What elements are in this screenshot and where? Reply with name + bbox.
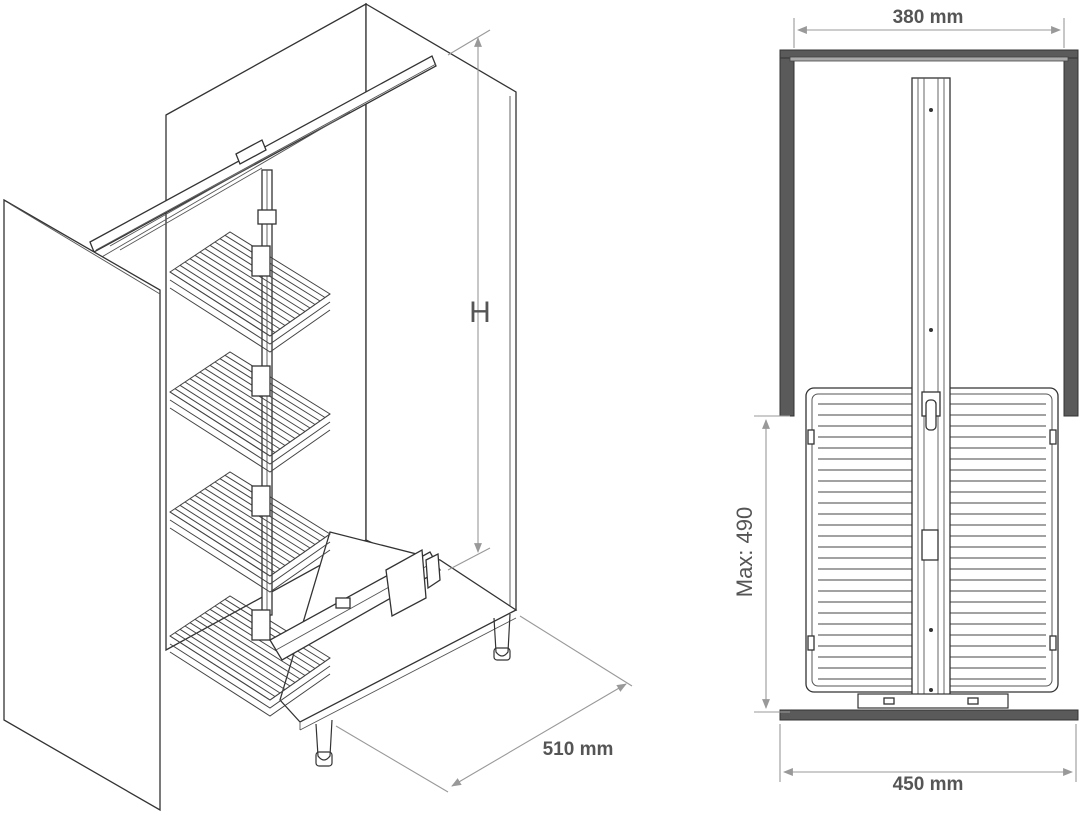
bottom-runner-rail bbox=[269, 548, 441, 661]
top-width-dimension: 380 mm bbox=[793, 7, 1065, 48]
height-dimension: H bbox=[447, 29, 491, 571]
front-mechanism-column bbox=[857, 77, 1009, 709]
top-width-label: 380 mm bbox=[893, 7, 964, 28]
wire-basket bbox=[169, 231, 331, 353]
cabinet-legs bbox=[315, 613, 511, 767]
wire-basket bbox=[169, 351, 331, 473]
bottom-width-dimension: 450 mm bbox=[779, 724, 1077, 795]
bottom-width-label: 450 mm bbox=[893, 774, 964, 795]
max-height-dimension: Max: 490 bbox=[732, 415, 790, 713]
top-runner-rail bbox=[89, 55, 437, 259]
front-elevation-view: 380 mm bbox=[732, 7, 1079, 795]
wire-basket bbox=[169, 595, 331, 717]
height-symbol-label: H bbox=[469, 296, 491, 329]
max-height-label: Max: 490 bbox=[732, 507, 757, 598]
wire-basket bbox=[169, 471, 331, 593]
depth-label: 510 mm bbox=[543, 739, 614, 760]
front-cabinet-frame bbox=[779, 49, 1079, 721]
wire-baskets bbox=[169, 231, 331, 717]
cabinet-left-panel bbox=[3, 198, 161, 812]
depth-dimension: 510 mm bbox=[335, 615, 633, 793]
cabinet-right-panel bbox=[365, 2, 517, 612]
isometric-cabinet-view: H 510 mm bbox=[3, 2, 633, 812]
cabinet-bottom-shelf bbox=[279, 531, 518, 723]
